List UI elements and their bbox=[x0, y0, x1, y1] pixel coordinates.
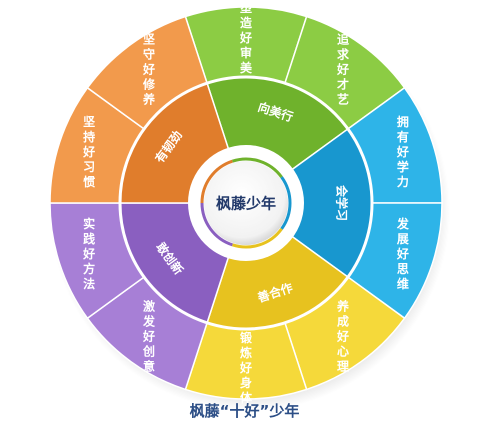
center-rim-arc bbox=[231, 157, 283, 179]
outer-item-label: 激发好创意 bbox=[142, 298, 156, 373]
outer-item-label: 实践好方法 bbox=[82, 216, 95, 291]
group-label: 会学习 bbox=[335, 185, 350, 221]
center-title: 枫藤少年 bbox=[216, 195, 276, 213]
outer-item-label: 锻炼好身体 bbox=[239, 330, 253, 405]
outer-item-label: 坚持好习惯 bbox=[82, 115, 95, 189]
center-rim-arc bbox=[200, 159, 233, 204]
outer-item-label: 养成好心理 bbox=[336, 298, 349, 373]
center-rim-arc bbox=[200, 202, 233, 247]
outer-item-label: 坚守好修养 bbox=[142, 33, 156, 107]
outer-item-label: 塑造好审美 bbox=[239, 0, 253, 75]
outer-item-label: 追求好才艺 bbox=[336, 32, 350, 107]
outer-item-label: 拥有好学力 bbox=[396, 114, 409, 189]
outer-item-label: 发展好思维 bbox=[396, 216, 410, 291]
band-divider-ring bbox=[118, 75, 374, 331]
center-rim-arc bbox=[231, 227, 283, 249]
center-rim-arc bbox=[280, 176, 292, 230]
center-disc bbox=[204, 161, 288, 245]
diagram-caption: 枫藤“十好”少年 bbox=[189, 402, 300, 420]
